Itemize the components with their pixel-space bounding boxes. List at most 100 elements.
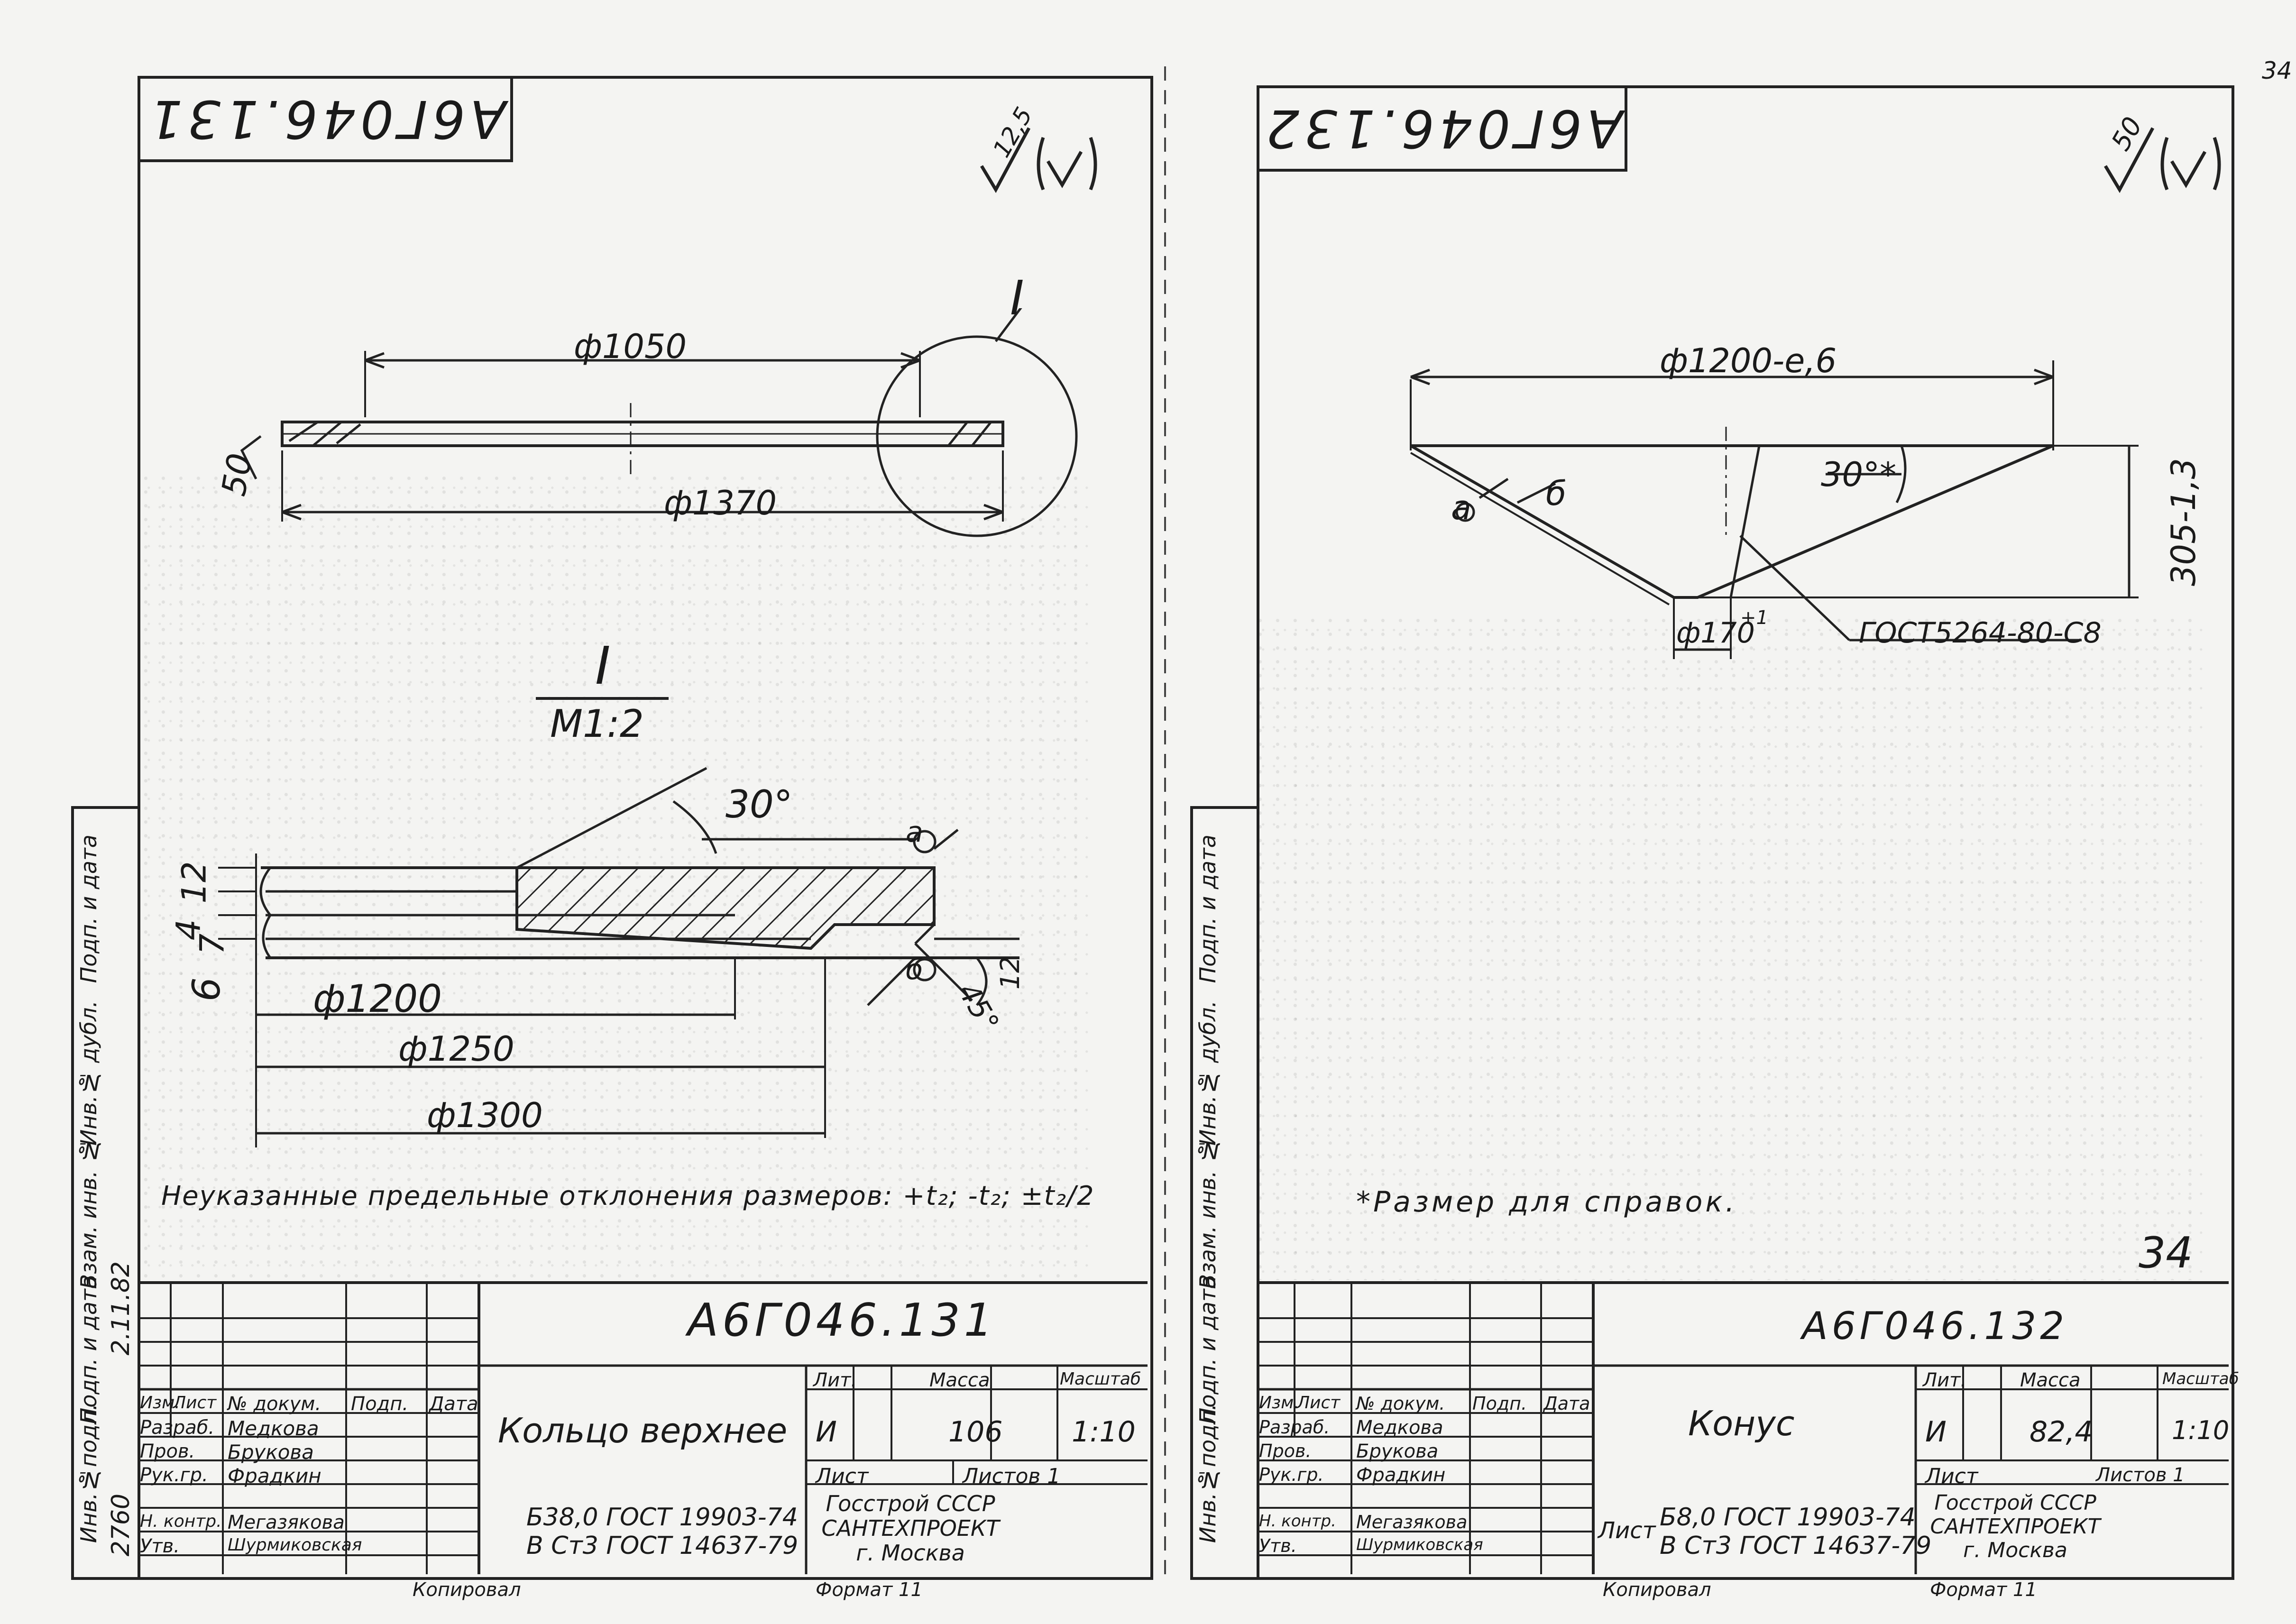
right-tb-header-2: Лист: [1297, 1393, 1341, 1413]
left-roughness-symbol: [980, 127, 1097, 193]
right-title-block-grid: [1257, 1281, 2229, 1574]
right-tb-scale: 1:10: [2172, 1415, 2230, 1445]
left-tb-mass: 106: [948, 1415, 1003, 1449]
dim-d1050: ф1050: [574, 327, 687, 366]
left-side-label-1: Инв.№подл.: [76, 1404, 101, 1543]
right-tb-name: Конус: [1688, 1404, 1795, 1443]
left-tb-format: Формат 11: [816, 1579, 923, 1601]
left-tb-role-4: Н. контр.: [140, 1512, 222, 1531]
left-side-value-1: 2760: [107, 1494, 135, 1557]
right-roughness-symbol: [2103, 127, 2221, 193]
right-tb-person-4: Мегазякова: [1356, 1512, 1468, 1532]
left-sheet-frame: [138, 76, 1153, 1580]
right-tb-header-3: № докум.: [1356, 1393, 1445, 1414]
detail-scale: М1:2: [550, 702, 644, 746]
left-tb-person-3: Фрадкин: [228, 1464, 321, 1487]
callout-label-I: I: [1010, 270, 1024, 326]
right-tb-role-2: Пров.: [1259, 1440, 1312, 1461]
left-tb-material: Б38,0 ГОСТ 19903-74: [526, 1503, 798, 1532]
dim-cone-d170-tol: +1: [1740, 607, 1768, 629]
right-tb-role-5: Утв.: [1259, 1535, 1297, 1556]
right-tb-format: Формат 11: [1930, 1579, 2037, 1601]
detail-title: I: [595, 635, 611, 696]
right-tb-lit: И: [1925, 1415, 1947, 1449]
right-tb-sheets-label: Листов 1: [2096, 1464, 2185, 1486]
right-tb-material2: В Ст3 ГОСТ 14637-79: [1660, 1532, 1932, 1560]
right-tb-doc-code: А6Г046.132: [1802, 1304, 2068, 1348]
right-tb-material: Б8,0 ГОСТ 19903-74: [1660, 1503, 1916, 1532]
left-side-value-2: 2.11.82: [107, 1261, 135, 1356]
right-side-label-2: Подп. и дата: [1195, 1275, 1221, 1424]
weld-b-left: б: [906, 953, 924, 986]
left-tb-role-1: Разраб.: [140, 1417, 215, 1439]
weld-a-left: а: [906, 816, 923, 849]
left-code-stamp: А6Г046.131: [138, 76, 513, 162]
left-tb-role-3: Рук.гр.: [140, 1464, 208, 1486]
right-sheet-frame: [1257, 85, 2234, 1580]
left-tb-role-5: Утв.: [140, 1535, 180, 1557]
cone-drawing: [1410, 360, 2139, 659]
reference-note: *Размер для справок.: [1356, 1185, 1737, 1219]
left-tb-doc-code: А6Г046.131: [688, 1294, 997, 1347]
right-tb-copied: Копировал: [1603, 1579, 1711, 1601]
dim-cone-weld: ГОСТ5264-80-С8: [1859, 616, 2102, 650]
left-side-label-5: Подп. и дата: [76, 835, 101, 983]
right-side-label-4: Инв.№ дубл.: [1195, 1000, 1221, 1146]
page-number: 34: [2139, 1228, 2193, 1278]
right-side-label-3: Взам. инв. №: [1195, 1138, 1221, 1289]
right-side-strip: [1190, 806, 1259, 1580]
right-tb-org: Госстрой СССР САНТЕХПРОЕКТ г. Москва: [1930, 1491, 2101, 1562]
left-tb-material2: В Ст3 ГОСТ 14637-79: [526, 1532, 799, 1560]
right-tb-role-1: Разраб.: [1259, 1417, 1330, 1438]
dim-6: 6: [184, 977, 229, 1001]
dim-rough50: 50: [214, 450, 260, 499]
left-side-label-2: Подп. и дата: [76, 1275, 101, 1424]
right-tb-header-4: Подп.: [1472, 1393, 1527, 1414]
left-tb-person-4: Мегазякова: [228, 1512, 345, 1533]
dim-cone-h305: 305-1,3: [2164, 458, 2204, 587]
left-tb-org: Госстрой СССР САНТЕХПРОЕКТ г. Москва: [821, 1491, 1000, 1566]
dim-cone-d1200: ф1200-е,6: [1660, 341, 1837, 380]
right-side-label-5: Подп. и дата: [1195, 835, 1221, 983]
left-tb-header-4: Подп.: [351, 1393, 409, 1415]
weld-a-right: а: [1451, 488, 1471, 527]
right-side-label-1: Инв.№подл.: [1195, 1404, 1221, 1543]
right-tb-person-2: Брукова: [1356, 1440, 1439, 1462]
left-tb-sheet-label: Лист: [816, 1464, 869, 1488]
detail-I-drawing: [218, 767, 1019, 1147]
right-tb-scale-label: Масштаб: [2162, 1369, 2239, 1388]
left-tb-person-5: Шурмиковская: [228, 1535, 362, 1555]
sheet-divider: [1164, 66, 1166, 1574]
right-tb-mass-label: Масса: [2020, 1369, 2081, 1391]
left-tb-sheets-label: Листов 1: [963, 1464, 1061, 1488]
dim-7: 7: [193, 933, 232, 955]
left-tb-scale-label: Масштаб: [1060, 1369, 1141, 1389]
left-tb-header-2: Лист: [173, 1393, 217, 1413]
left-tb-copied: Копировал: [413, 1579, 521, 1601]
right-code-stamp: А6Г046.132: [1257, 85, 1627, 172]
left-tb-mass-label: Масса: [929, 1369, 990, 1391]
weld-b-right: б: [1546, 474, 1567, 513]
left-tb-header-1: Изм.: [140, 1393, 180, 1413]
dim-d1370: ф1370: [664, 484, 777, 523]
right-tb-person-1: Медкова: [1356, 1417, 1443, 1439]
right-tb-lit-label: Лит.: [1923, 1369, 1967, 1391]
left-tb-role-2: Пров.: [140, 1440, 195, 1462]
right-tb-header-1: Изм.: [1259, 1393, 1299, 1413]
left-side-label-3: Взам. инв. №: [76, 1138, 101, 1289]
right-tb-sheet-label: Лист: [1925, 1464, 1978, 1488]
left-tb-person-2: Брукова: [228, 1440, 314, 1464]
dim-d1200: ф1200: [313, 977, 442, 1021]
tolerance-note: Неуказанные предельные отклонения размер…: [161, 1181, 1095, 1211]
right-tb-mass: 82,4: [2030, 1415, 2093, 1449]
dim-12a: 12: [174, 861, 214, 904]
right-tb-role-3: Рук.гр.: [1259, 1464, 1324, 1485]
left-title-block-grid: [138, 1281, 1148, 1574]
right-tb-sheet-label-2: Лист: [1598, 1517, 1656, 1544]
left-tb-header-5: Дата: [429, 1393, 478, 1415]
corner-number: 34: [2262, 57, 2292, 84]
left-tb-header-3: № докум.: [228, 1393, 321, 1415]
left-side-label-4: Инв.№ дубл.: [76, 1000, 101, 1146]
dim-cone-d170: ф170: [1676, 616, 1755, 650]
dim-12b: 12: [995, 956, 1025, 990]
